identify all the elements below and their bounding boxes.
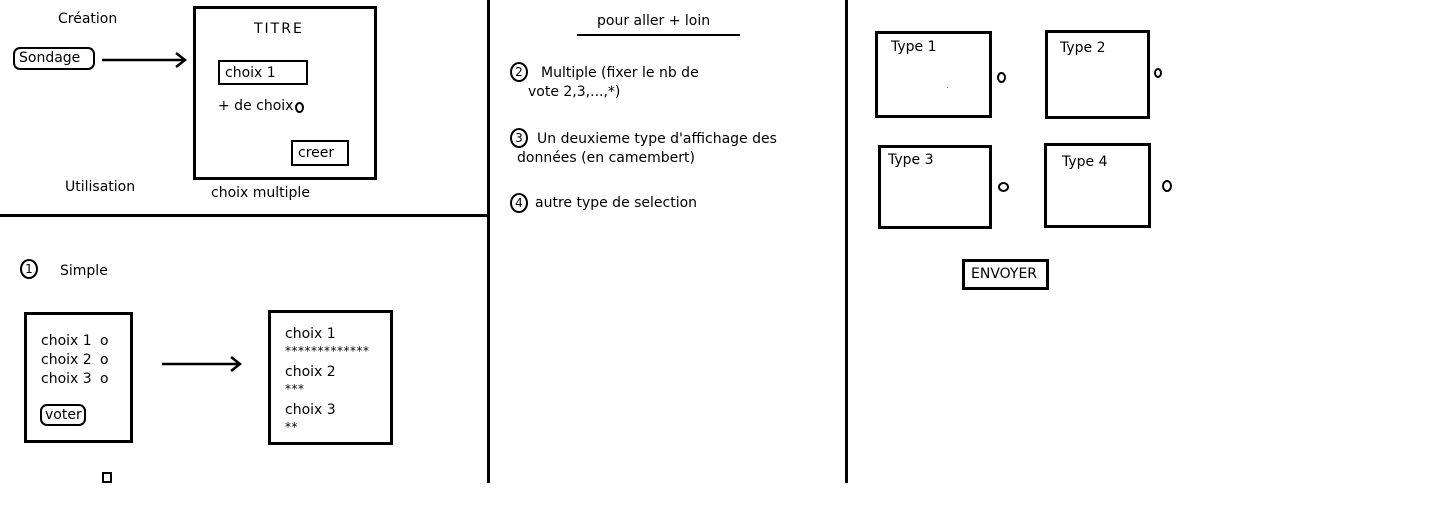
further-heading-underline <box>577 34 740 36</box>
form-title: TITRE <box>254 21 304 37</box>
step-3-number: 3 <box>515 131 523 145</box>
result-2-label: choix 2 <box>285 364 336 380</box>
send-button-label: ENVOYER <box>971 266 1038 282</box>
choice-input-field[interactable]: choix 1 <box>218 60 308 85</box>
type-4-label: Type 4 <box>1062 154 1108 170</box>
type-1-dot <box>947 87 948 88</box>
add-choice-radio-icon[interactable] <box>295 102 304 113</box>
type-2-radio[interactable] <box>1154 68 1162 78</box>
step-1-number-icon: 1 <box>20 259 38 279</box>
step-1-number: 1 <box>25 262 33 276</box>
step-3-number-icon: 3 <box>510 128 528 148</box>
sondage-button[interactable]: Sondage <box>13 47 95 70</box>
type-1-radio[interactable] <box>997 72 1006 83</box>
type-3-label: Type 3 <box>888 152 934 168</box>
vote-choice-2-radio[interactable]: o <box>100 352 109 368</box>
result-3-stars: ** <box>285 420 298 434</box>
vertical-divider-left <box>487 0 490 483</box>
vote-choice-2-label: choix 2 <box>41 352 92 368</box>
further-heading: pour aller + loin <box>597 13 711 29</box>
result-1-stars: ************* <box>285 344 370 358</box>
vertical-divider-right <box>845 0 848 483</box>
result-2-stars: *** <box>285 382 305 396</box>
results-panel: choix 1 ************* choix 2 *** choix … <box>268 310 393 445</box>
create-button-label: creer <box>298 145 335 161</box>
type-2-card[interactable]: Type 2 <box>1045 30 1150 119</box>
more-choices-link[interactable]: + de choix <box>218 98 294 114</box>
type-2-label: Type 2 <box>1060 40 1106 56</box>
vote-button-label: voter <box>45 407 82 423</box>
type-1-label: Type 1 <box>891 39 937 55</box>
utilisation-label: Utilisation <box>65 179 136 195</box>
form-caption: choix multiple <box>211 185 310 201</box>
vote-choice-3-radio[interactable]: o <box>100 371 109 387</box>
vote-choice-3-label: choix 3 <box>41 371 92 387</box>
type-3-radio[interactable] <box>998 182 1009 192</box>
step-4-number-icon: 4 <box>510 193 528 213</box>
step-4-number: 4 <box>515 196 523 210</box>
step-3-line-1: Un deuxieme type d'affichage des <box>537 131 777 147</box>
choice-input-label: choix 1 <box>225 65 276 81</box>
arrow-to-form-icon <box>102 52 188 68</box>
vote-choice-1-radio[interactable]: o <box>100 333 109 349</box>
arrow-to-results-icon <box>162 356 243 372</box>
vote-panel: choix 1 o choix 2 o choix 3 o voter <box>24 312 133 443</box>
vote-button[interactable]: voter <box>40 404 86 426</box>
small-square-icon <box>102 472 112 483</box>
type-4-radio[interactable] <box>1162 180 1172 192</box>
type-1-card[interactable]: Type 1 <box>875 31 992 118</box>
send-button[interactable]: ENVOYER <box>962 259 1049 290</box>
result-3-label: choix 3 <box>285 402 336 418</box>
type-3-card[interactable]: Type 3 <box>878 145 992 229</box>
type-4-card[interactable]: Type 4 <box>1044 143 1151 228</box>
vote-choice-1-label: choix 1 <box>41 333 92 349</box>
step-3-line-2: données (en camembert) <box>517 150 695 166</box>
step-2-number: 2 <box>515 65 523 79</box>
step-2-number-icon: 2 <box>510 62 528 82</box>
create-button[interactable]: creer <box>291 140 349 166</box>
simple-label: Simple <box>60 263 108 279</box>
step-2-line-1: Multiple (fixer le nb de <box>541 65 699 81</box>
creation-label: Création <box>58 11 118 27</box>
sondage-button-label: Sondage <box>19 50 81 66</box>
horizontal-divider <box>0 214 489 217</box>
step-4-line-1: autre type de selection <box>535 195 698 211</box>
step-2-line-2: vote 2,3,...,*) <box>528 84 621 100</box>
poll-creation-form: TITRE choix 1 + de choix creer <box>193 6 377 180</box>
result-1-label: choix 1 <box>285 326 336 342</box>
